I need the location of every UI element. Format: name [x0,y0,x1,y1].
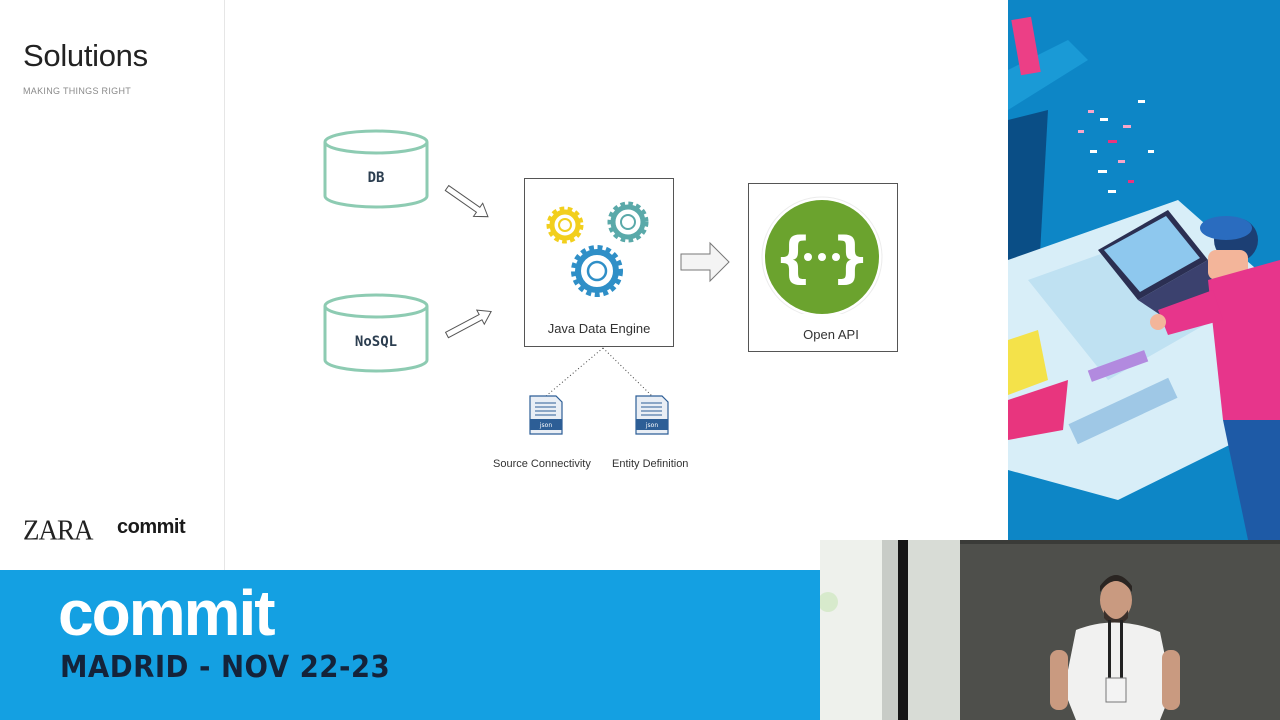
speaker-photo-icon [820,540,1280,720]
json-file-icon [635,395,669,435]
db-label: DB [367,170,385,186]
developer-illustration [1008,0,1280,540]
json-file-label: json [539,422,552,429]
slide-title: Solutions [23,38,148,73]
source-connectivity-caption: Source Connectivity [493,458,591,470]
config-connector-lines [545,347,653,397]
openapi-braces-icon: { } [761,196,883,314]
zara-logo: ZARA [23,514,93,546]
db-cylinder-icon [323,129,429,209]
speaker-video [820,540,1280,720]
openapi-label: Open API [803,327,859,342]
nosql-cylinder-icon [323,293,429,373]
arrow-db-to-engine-icon [444,184,489,218]
nosql-label: NoSQL [354,334,398,350]
slide-sidebar: Solutions MAKING THINGS RIGHT ZARA commi… [0,0,225,570]
json-file-icon [529,395,563,435]
engine-label: Java Data Engine [547,321,651,336]
conference-banner [0,570,820,720]
banner-date: MADRID - NOV 22-23 [60,650,391,685]
json-file-label: json [645,422,658,429]
gears-icon [546,201,649,297]
arrow-engine-to-openapi-icon [680,241,730,283]
architecture-diagram: json json [323,129,730,435]
banner-commit-logo: commit [58,577,276,649]
entity-definition-caption: Entity Definition [612,458,689,470]
commit-logo: commit [117,516,186,538]
open-api-box: { } Open API [748,183,898,352]
developer-at-laptop-illustration-icon [1008,0,1280,540]
arrow-nosql-to-engine-icon [444,309,492,339]
slide-subtitle: MAKING THINGS RIGHT [23,86,132,96]
java-data-engine-box: Java Data Engine [524,178,674,347]
slide: Solutions MAKING THINGS RIGHT ZARA commi… [0,0,898,570]
